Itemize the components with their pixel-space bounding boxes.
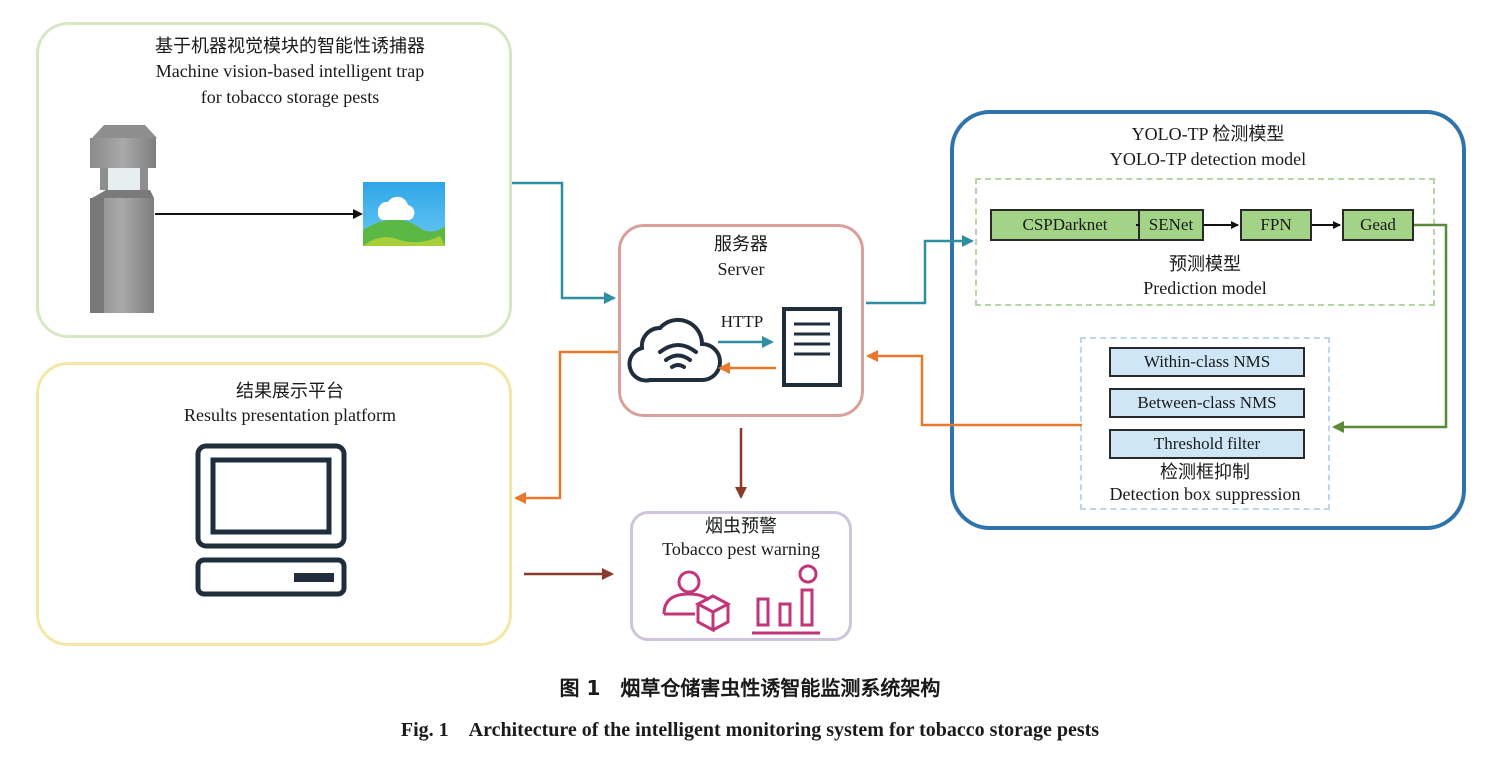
trap-device-icon: [90, 125, 157, 313]
prediction-label-en: Prediction model: [1143, 278, 1267, 298]
yolo-panel: [950, 110, 1466, 530]
server-document-icon: [782, 307, 842, 387]
results-title-cn: 结果展示平台: [236, 381, 344, 401]
image-icon: [363, 182, 445, 246]
monitor-icon: [195, 443, 347, 597]
server-title-en: Server: [717, 259, 765, 279]
yolo-subtitle: YOLO-TP detection model: [1109, 149, 1307, 169]
server-title-cn: 服务器: [714, 234, 768, 254]
suppression-to-server-arrow: [866, 350, 1082, 427]
module-gead: Gead: [1342, 209, 1414, 241]
trap-panel: [36, 22, 512, 338]
prediction-label-cn: 预测模型: [1169, 254, 1241, 274]
trap-title-en-2: for tobacco storage pests: [200, 87, 380, 107]
module-fpn: FPN: [1240, 209, 1312, 241]
warning-panel: [630, 511, 852, 641]
between-class-nms: Between-class NMS: [1109, 388, 1305, 418]
suppression-panel: [1080, 337, 1330, 510]
server-to-results-arrow: [514, 350, 618, 504]
http-label: HTTP: [720, 312, 764, 331]
results-title-en: Results presentation platform: [184, 405, 396, 425]
warning-title-en: Tobacco pest warning: [662, 539, 820, 559]
threshold-filter: Threshold filter: [1109, 429, 1305, 459]
module-senet: SENet: [1138, 209, 1204, 241]
caption-cn: 图 1 烟草仓储害虫性诱智能监测系统架构: [559, 676, 941, 700]
bar-chart-icon: [752, 564, 820, 635]
trap-to-server-arrow: [512, 181, 616, 304]
module-cspdarknet: CSPDarknet: [990, 209, 1140, 241]
suppression-label-cn: 检测框抑制: [1160, 462, 1250, 482]
cloud-wifi-icon: [627, 317, 722, 383]
person-package-icon: [662, 570, 732, 633]
results-panel: [36, 362, 512, 646]
within-class-nms: Within-class NMS: [1109, 347, 1305, 377]
suppression-label-en: Detection box suppression: [1109, 484, 1301, 504]
prediction-to-suppression-arrow: [1332, 223, 1448, 433]
yolo-title: YOLO-TP 检测模型: [1131, 124, 1285, 144]
trap-title-en-1: Machine vision-based intelligent trap: [155, 61, 425, 81]
prediction-model-panel: [975, 178, 1435, 306]
server-panel: [618, 224, 864, 417]
warning-title-cn: 烟虫预警: [705, 516, 777, 536]
trap-title-cn: 基于机器视觉模块的智能性诱捕器: [155, 36, 425, 56]
server-to-yolo-arrow: [866, 235, 974, 305]
caption-en: Fig. 1 Architecture of the intelligent m…: [400, 719, 1100, 741]
